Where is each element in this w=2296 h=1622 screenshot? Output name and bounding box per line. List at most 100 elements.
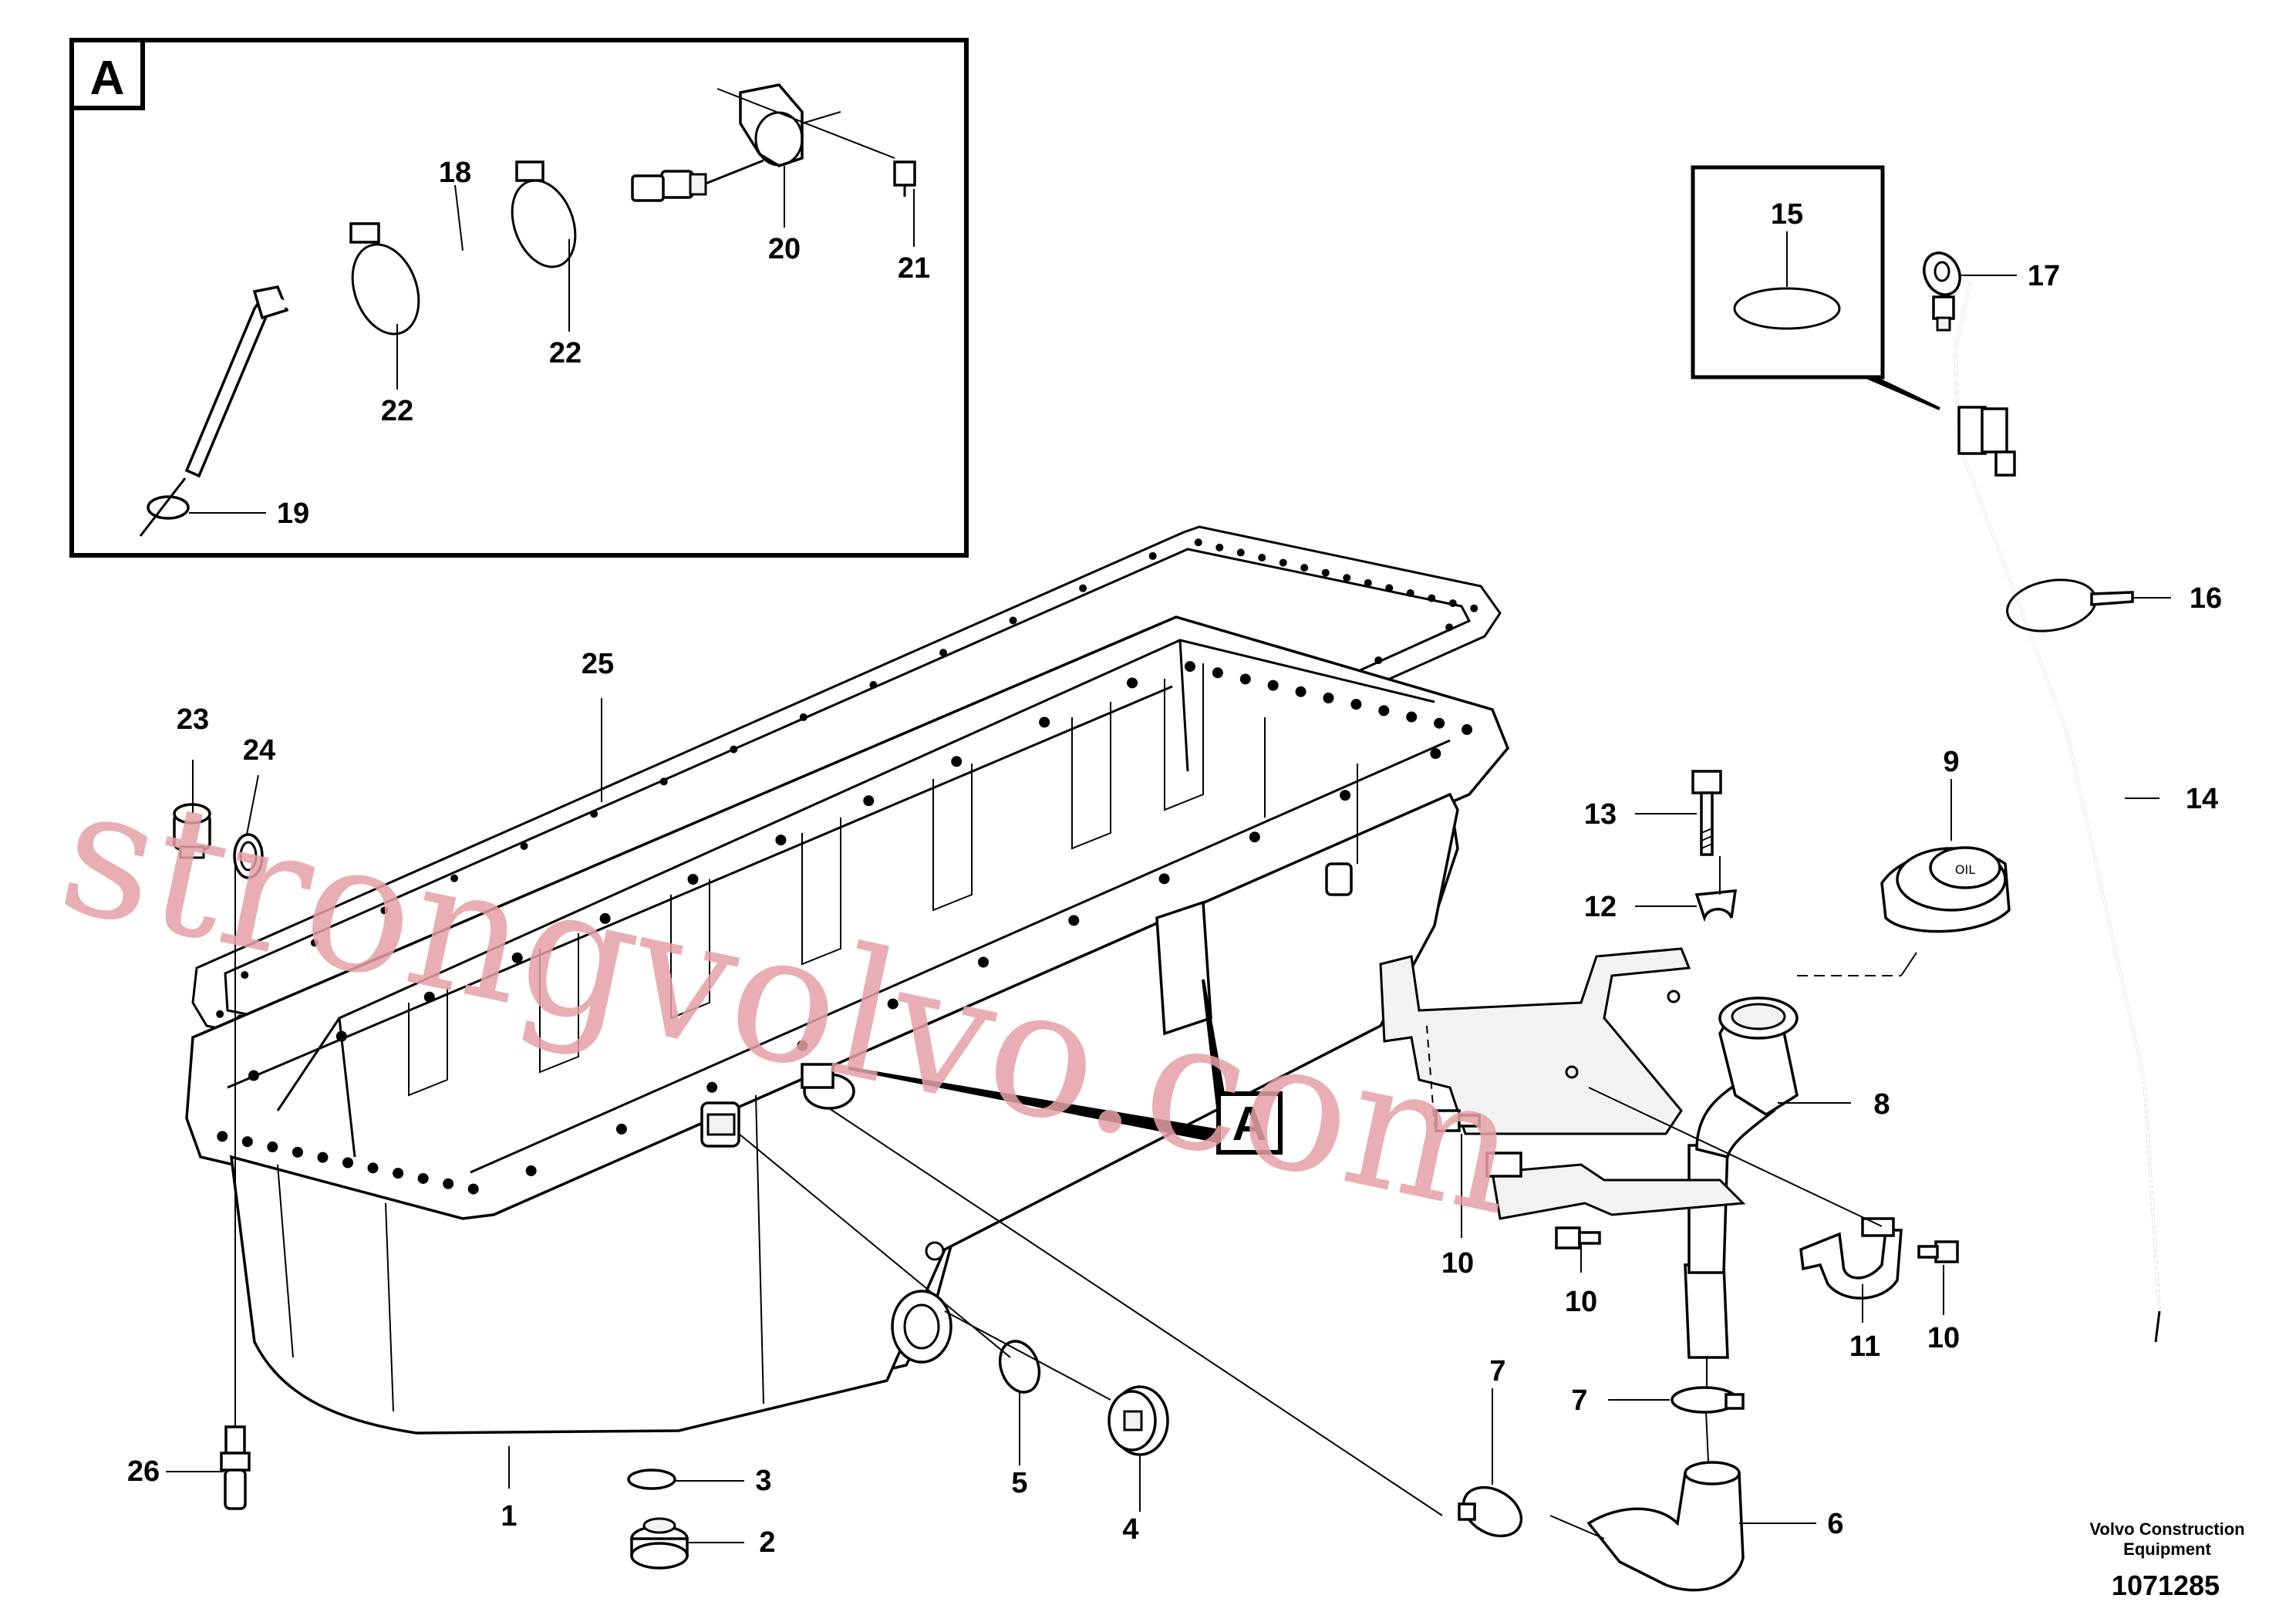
callout-10-right: 10 [1927, 1322, 1960, 1354]
bolt-hole [599, 912, 611, 924]
bolt-hole [659, 777, 668, 786]
plug-23 [173, 803, 211, 859]
bolt-10-right [1917, 1240, 1959, 1263]
callout-26: 26 [127, 1455, 160, 1488]
callout-19: 19 [277, 497, 309, 530]
callout-18: 18 [439, 157, 471, 189]
callout-12: 12 [1584, 891, 1617, 923]
bolt-hole [241, 1136, 253, 1148]
bolt-hole [1445, 623, 1454, 632]
callout-7-lower: 7 [1571, 1384, 1587, 1417]
callout-numbers: 1 2 3 4 5 6 7 7 8 9 10 10 10 11 12 13 14… [127, 157, 2222, 1559]
bolt-hole [1184, 661, 1195, 673]
bolt-hole [267, 1141, 278, 1153]
callout-22-left: 22 [381, 395, 413, 427]
bolt-hole [706, 1081, 718, 1093]
callout-4: 4 [1122, 1513, 1138, 1546]
bolt-hole [1385, 584, 1394, 592]
bolt-hole [1434, 717, 1445, 729]
bolt-hole [467, 1183, 479, 1195]
filler-bracket [1379, 947, 1746, 1220]
bolt-hole [217, 1131, 228, 1142]
brand-line-1: Volvo Construction [2089, 1519, 2244, 1539]
callout-2: 2 [759, 1526, 775, 1559]
bolt-hole [511, 952, 523, 963]
svg-text:OIL: OIL [1955, 862, 1975, 877]
bolt-hole [241, 971, 249, 980]
bolt-hole [1406, 711, 1418, 723]
bolt-hole [869, 681, 878, 690]
bolt-hole [393, 1168, 404, 1179]
bolt-21 [893, 160, 916, 197]
bolt-hole [1068, 915, 1080, 926]
bolt-hole [1364, 578, 1372, 587]
bolt-hole [1462, 723, 1473, 735]
callout-3: 3 [755, 1465, 771, 1497]
level-sensor-tube [139, 159, 764, 537]
bolt-hole [1428, 594, 1436, 602]
bolt-hole [1378, 705, 1390, 717]
inset-box-15 [1691, 165, 1940, 410]
view-marker-a: A [848, 979, 1283, 1155]
callout-23: 23 [177, 703, 209, 736]
bolt-hole [310, 939, 319, 947]
leader-lines [166, 275, 2171, 1543]
dipstick-guide-clip [1957, 406, 2016, 477]
bolt-10-left [1435, 1109, 1481, 1132]
bolt-hole [1158, 873, 1170, 885]
callout-7-upper: 7 [1489, 1355, 1505, 1388]
bolt-hole [1127, 677, 1138, 689]
detail-view-a: A [69, 38, 969, 558]
bolt-hole [730, 745, 738, 754]
callout-15: 15 [1771, 198, 1803, 231]
bolt-hole [978, 956, 989, 968]
bolt-hole [443, 1178, 454, 1189]
bolt-hole [1239, 673, 1251, 685]
cable-tie-16 [2006, 578, 2134, 632]
bolt-hole [1406, 589, 1414, 597]
callout-10-left: 10 [1441, 1247, 1474, 1280]
dipstick-14 [1954, 281, 2161, 1343]
bolt-hole [380, 906, 389, 915]
bolt-hole [450, 874, 458, 882]
bolt-hole [1039, 717, 1050, 728]
saddle-12 [1694, 889, 1738, 922]
callout-5: 5 [1011, 1467, 1027, 1499]
bolt-hole [615, 1123, 627, 1135]
bolt-hole [525, 1165, 537, 1176]
sensor-26 [220, 1425, 251, 1510]
bolt-hole [1470, 604, 1478, 612]
callout-11: 11 [1849, 1330, 1880, 1363]
detail-box-label: A [90, 52, 125, 105]
callout-20: 20 [768, 233, 801, 265]
bolt-hole [1321, 568, 1330, 577]
bolt-hole [939, 649, 947, 657]
callout-21: 21 [898, 252, 930, 285]
bolt-hole [1079, 584, 1087, 592]
bolt-10-mid [1555, 1226, 1601, 1249]
bolt-hole [951, 756, 963, 767]
filler-tube-8 [1684, 996, 1799, 1359]
o-ring-3 [627, 1469, 676, 1490]
oil-pan [185, 615, 1510, 1435]
bolt-hole [1279, 558, 1287, 567]
bolt-hole [342, 1157, 353, 1168]
clamp-7-upper [1671, 1386, 1745, 1414]
callout-1: 1 [501, 1500, 517, 1533]
bolt-hole [797, 1040, 808, 1051]
footer: Volvo Construction Equipment 1071285 [2089, 1519, 2244, 1601]
bolt-hole [417, 1172, 429, 1184]
callout-24: 24 [243, 734, 275, 767]
bolt-hole [1249, 831, 1260, 843]
o-ring-5 [998, 1340, 1041, 1394]
cable-clamp-right [511, 160, 577, 268]
bolt-hole [1448, 599, 1457, 608]
bolt-hole [799, 713, 807, 721]
bolt-hole [1212, 667, 1223, 679]
bolt-hole [1340, 790, 1351, 801]
bolt-hole [216, 1010, 224, 1018]
bolt-hole [1300, 564, 1309, 572]
bolt-hole [1430, 748, 1441, 760]
bolt-hole [1295, 686, 1306, 697]
